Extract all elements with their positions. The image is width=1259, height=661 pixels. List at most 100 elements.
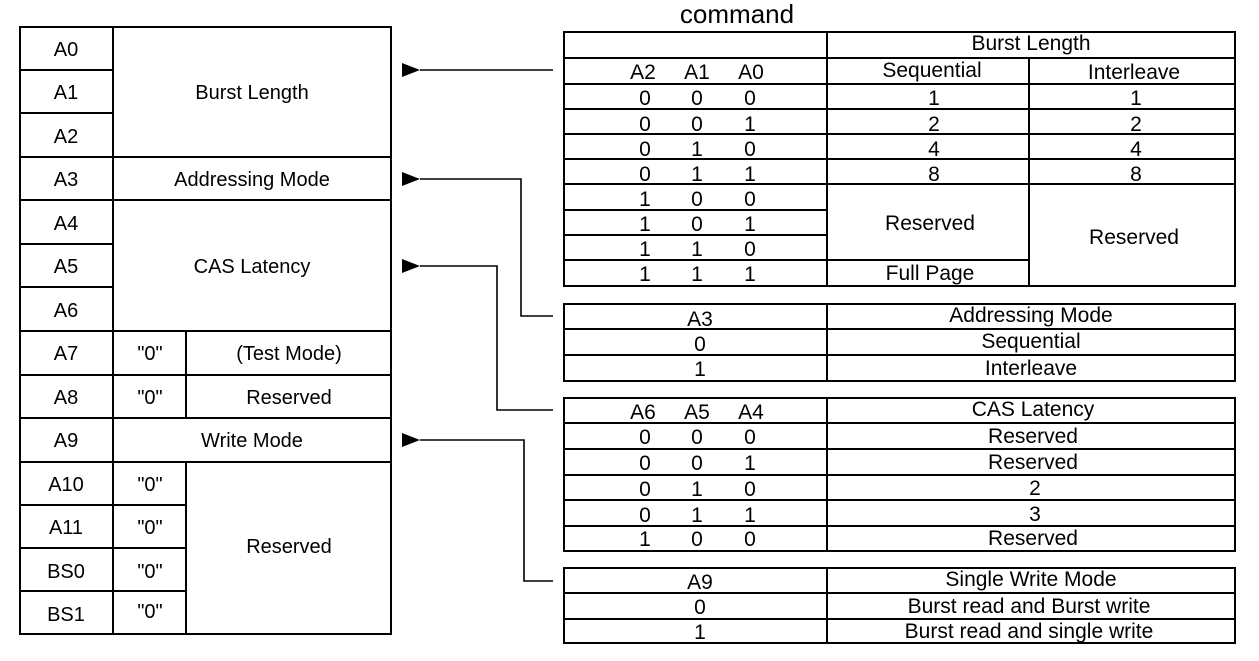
burst-seq: 1 <box>928 87 940 110</box>
register-bit: A0 <box>54 39 78 61</box>
register-bit: A9 <box>54 430 78 452</box>
register-bit: A8 <box>54 387 78 409</box>
register-field-labels: Burst Length Addressing Mode CAS Latency… <box>137 82 341 623</box>
cas-col-bit: A6 <box>630 401 656 424</box>
addressing-value: Interleave <box>985 357 1077 380</box>
write-value: Burst read and Burst write <box>908 595 1151 618</box>
burst-bit: 1 <box>639 238 651 261</box>
burst-int: 1 <box>1130 87 1142 110</box>
cas-bit: 0 <box>744 528 756 551</box>
cas-value: Reserved <box>988 527 1078 550</box>
register-bit: BS0 <box>47 561 85 583</box>
burst-col-sequential: Sequential <box>882 59 981 82</box>
addressing-col-bit: A3 <box>687 308 713 331</box>
cas-bit: 1 <box>744 504 756 527</box>
burst-int-reserved: Reserved <box>1089 226 1179 249</box>
burst-bit: 1 <box>691 263 703 286</box>
burst-seq: 8 <box>928 163 940 186</box>
burst-seq: 4 <box>928 138 940 161</box>
field-addressing-mode: Addressing Mode <box>174 169 330 191</box>
connector-arrows <box>402 63 553 582</box>
cas-table-title: CAS Latency <box>972 398 1095 421</box>
cas-bit: 0 <box>639 452 651 475</box>
addressing-table-title: Addressing Mode <box>949 304 1112 327</box>
cas-bit: 0 <box>691 528 703 551</box>
cas-col-bit: A5 <box>684 401 710 424</box>
cas-latency-table <box>563 397 1236 552</box>
cas-bit: 0 <box>639 478 651 501</box>
cas-col-bit: A4 <box>738 401 764 424</box>
burst-bit: 1 <box>639 213 651 236</box>
burst-bit: 1 <box>744 113 756 136</box>
burst-bit: 1 <box>744 213 756 236</box>
burst-bit: 1 <box>691 163 703 186</box>
register-bit: A7 <box>54 343 78 365</box>
burst-seq-full-page: Full Page <box>886 262 975 285</box>
write-col-bit: A9 <box>687 571 713 594</box>
addressing-value: Sequential <box>981 330 1080 353</box>
register-bit: A2 <box>54 126 78 148</box>
burst-bit: 0 <box>691 213 703 236</box>
cas-value: 2 <box>1029 477 1041 500</box>
burst-col-bit: A2 <box>630 61 656 84</box>
a8-value: "0" <box>137 387 162 409</box>
burst-bit: 0 <box>744 138 756 161</box>
burst-length-text: Burst Length A2 A1 A0 Sequential Interle… <box>630 32 1180 286</box>
burst-bit: 0 <box>691 87 703 110</box>
burst-bit: 1 <box>744 263 756 286</box>
burst-bit: 1 <box>691 138 703 161</box>
register-bit: A4 <box>54 213 78 235</box>
cas-value: Reserved <box>988 425 1078 448</box>
cas-bit: 1 <box>691 504 703 527</box>
cas-value: 3 <box>1029 503 1041 526</box>
burst-bit: 0 <box>639 113 651 136</box>
field-test-mode: (Test Mode) <box>236 343 342 365</box>
cas-bit: 0 <box>639 426 651 449</box>
addressing-mode-table <box>563 303 1236 382</box>
register-bit: BS1 <box>47 604 85 626</box>
burst-bit: 1 <box>639 188 651 211</box>
addressing-bit: 1 <box>694 358 706 381</box>
cas-bit: 1 <box>691 478 703 501</box>
field-burst-length: Burst Length <box>195 82 308 104</box>
field-cas-latency: CAS Latency <box>194 256 311 278</box>
burst-bit: 1 <box>744 163 756 186</box>
register-table <box>19 26 392 635</box>
reserved-value: "0" <box>137 517 162 539</box>
cas-bit: 0 <box>691 452 703 475</box>
cas-value: Reserved <box>988 451 1078 474</box>
reserved-value: "0" <box>137 601 162 623</box>
burst-int: 2 <box>1130 113 1142 136</box>
field-a8-reserved: Reserved <box>246 387 332 409</box>
cas-bit: 0 <box>639 504 651 527</box>
write-mode-table <box>563 567 1236 644</box>
burst-bit: 1 <box>639 263 651 286</box>
burst-col-bit: A0 <box>738 61 764 84</box>
write-bit: 0 <box>694 596 706 619</box>
write-value: Burst read and single write <box>905 620 1154 643</box>
arrow-cas-latency <box>402 259 553 411</box>
burst-bit: 0 <box>691 113 703 136</box>
write-bit: 1 <box>694 621 706 644</box>
burst-table-title: Burst Length <box>971 32 1090 55</box>
register-bit: A3 <box>54 169 78 191</box>
register-bit: A5 <box>54 256 78 278</box>
cas-bit: 0 <box>691 426 703 449</box>
burst-bit: 0 <box>744 188 756 211</box>
burst-bit: 0 <box>639 163 651 186</box>
field-reserved: Reserved <box>246 536 332 558</box>
burst-int: 8 <box>1130 163 1142 186</box>
register-bit: A11 <box>49 517 83 539</box>
register-bit-labels: A0 A1 A2 A3 A4 A5 A6 A7 A8 A9 A10 A11 BS… <box>47 39 85 626</box>
register-bit: A6 <box>54 300 78 322</box>
cas-bit: 1 <box>639 528 651 551</box>
field-write-mode: Write Mode <box>201 430 303 452</box>
burst-bit: 0 <box>744 87 756 110</box>
arrow-addressing-mode <box>402 172 553 317</box>
reserved-value: "0" <box>137 561 162 583</box>
register-bit: A10 <box>48 474 84 496</box>
burst-col-bit: A1 <box>684 61 710 84</box>
cas-bit: 0 <box>744 426 756 449</box>
burst-seq-reserved: Reserved <box>885 212 975 235</box>
write-mode-text: A9 Single Write Mode 0 Burst read and Bu… <box>687 568 1153 644</box>
